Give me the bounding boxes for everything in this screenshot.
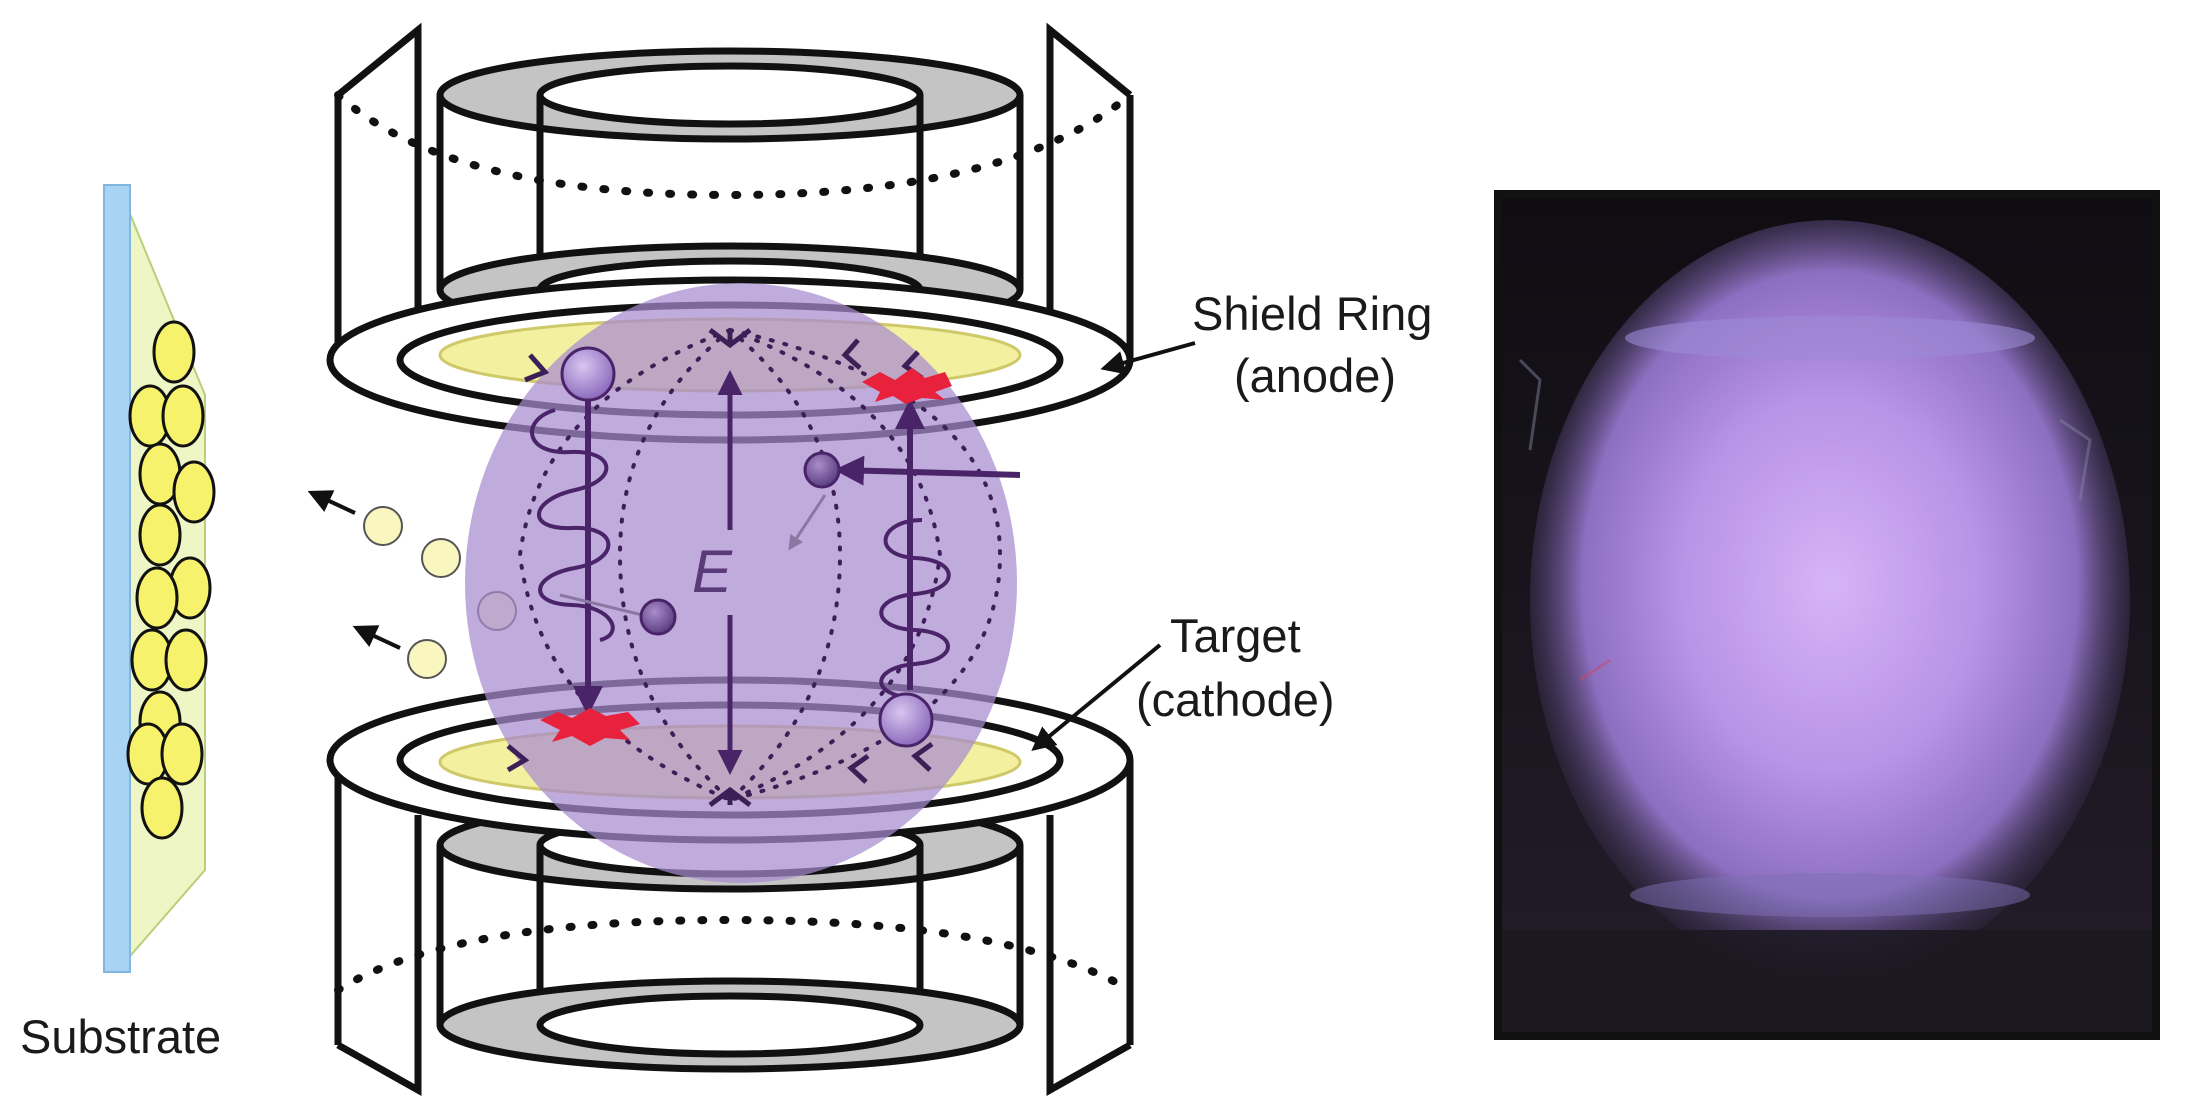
target-callout: Target (cathode) [1031, 609, 1335, 752]
magnet-field-lines-icon [506, 328, 934, 807]
electric-field-label: E [692, 538, 733, 605]
shield-ring-callout: Shield Ring (anode) [1100, 287, 1432, 402]
particle-direction-arrow [307, 490, 356, 515]
deposited-film-particles [126, 320, 216, 840]
arc-spot-icon [540, 368, 952, 746]
target-label: Target [1170, 609, 1301, 662]
target-sublabel: (cathode) [1136, 673, 1335, 726]
shield-ring-sublabel: (anode) [1234, 349, 1396, 402]
particle-trajectories [559, 399, 1021, 716]
substrate-assembly: Substrate [20, 184, 221, 1063]
shield-ring-label: Shield Ring [1192, 287, 1432, 340]
substrate-label: Substrate [20, 1010, 221, 1063]
substrate-bar [103, 184, 131, 973]
plasma-photograph [1494, 190, 2160, 1040]
ion-sphere-icon [560, 346, 934, 748]
particle-direction-arrow [352, 625, 401, 650]
electron-spiral-icon [530, 408, 951, 700]
